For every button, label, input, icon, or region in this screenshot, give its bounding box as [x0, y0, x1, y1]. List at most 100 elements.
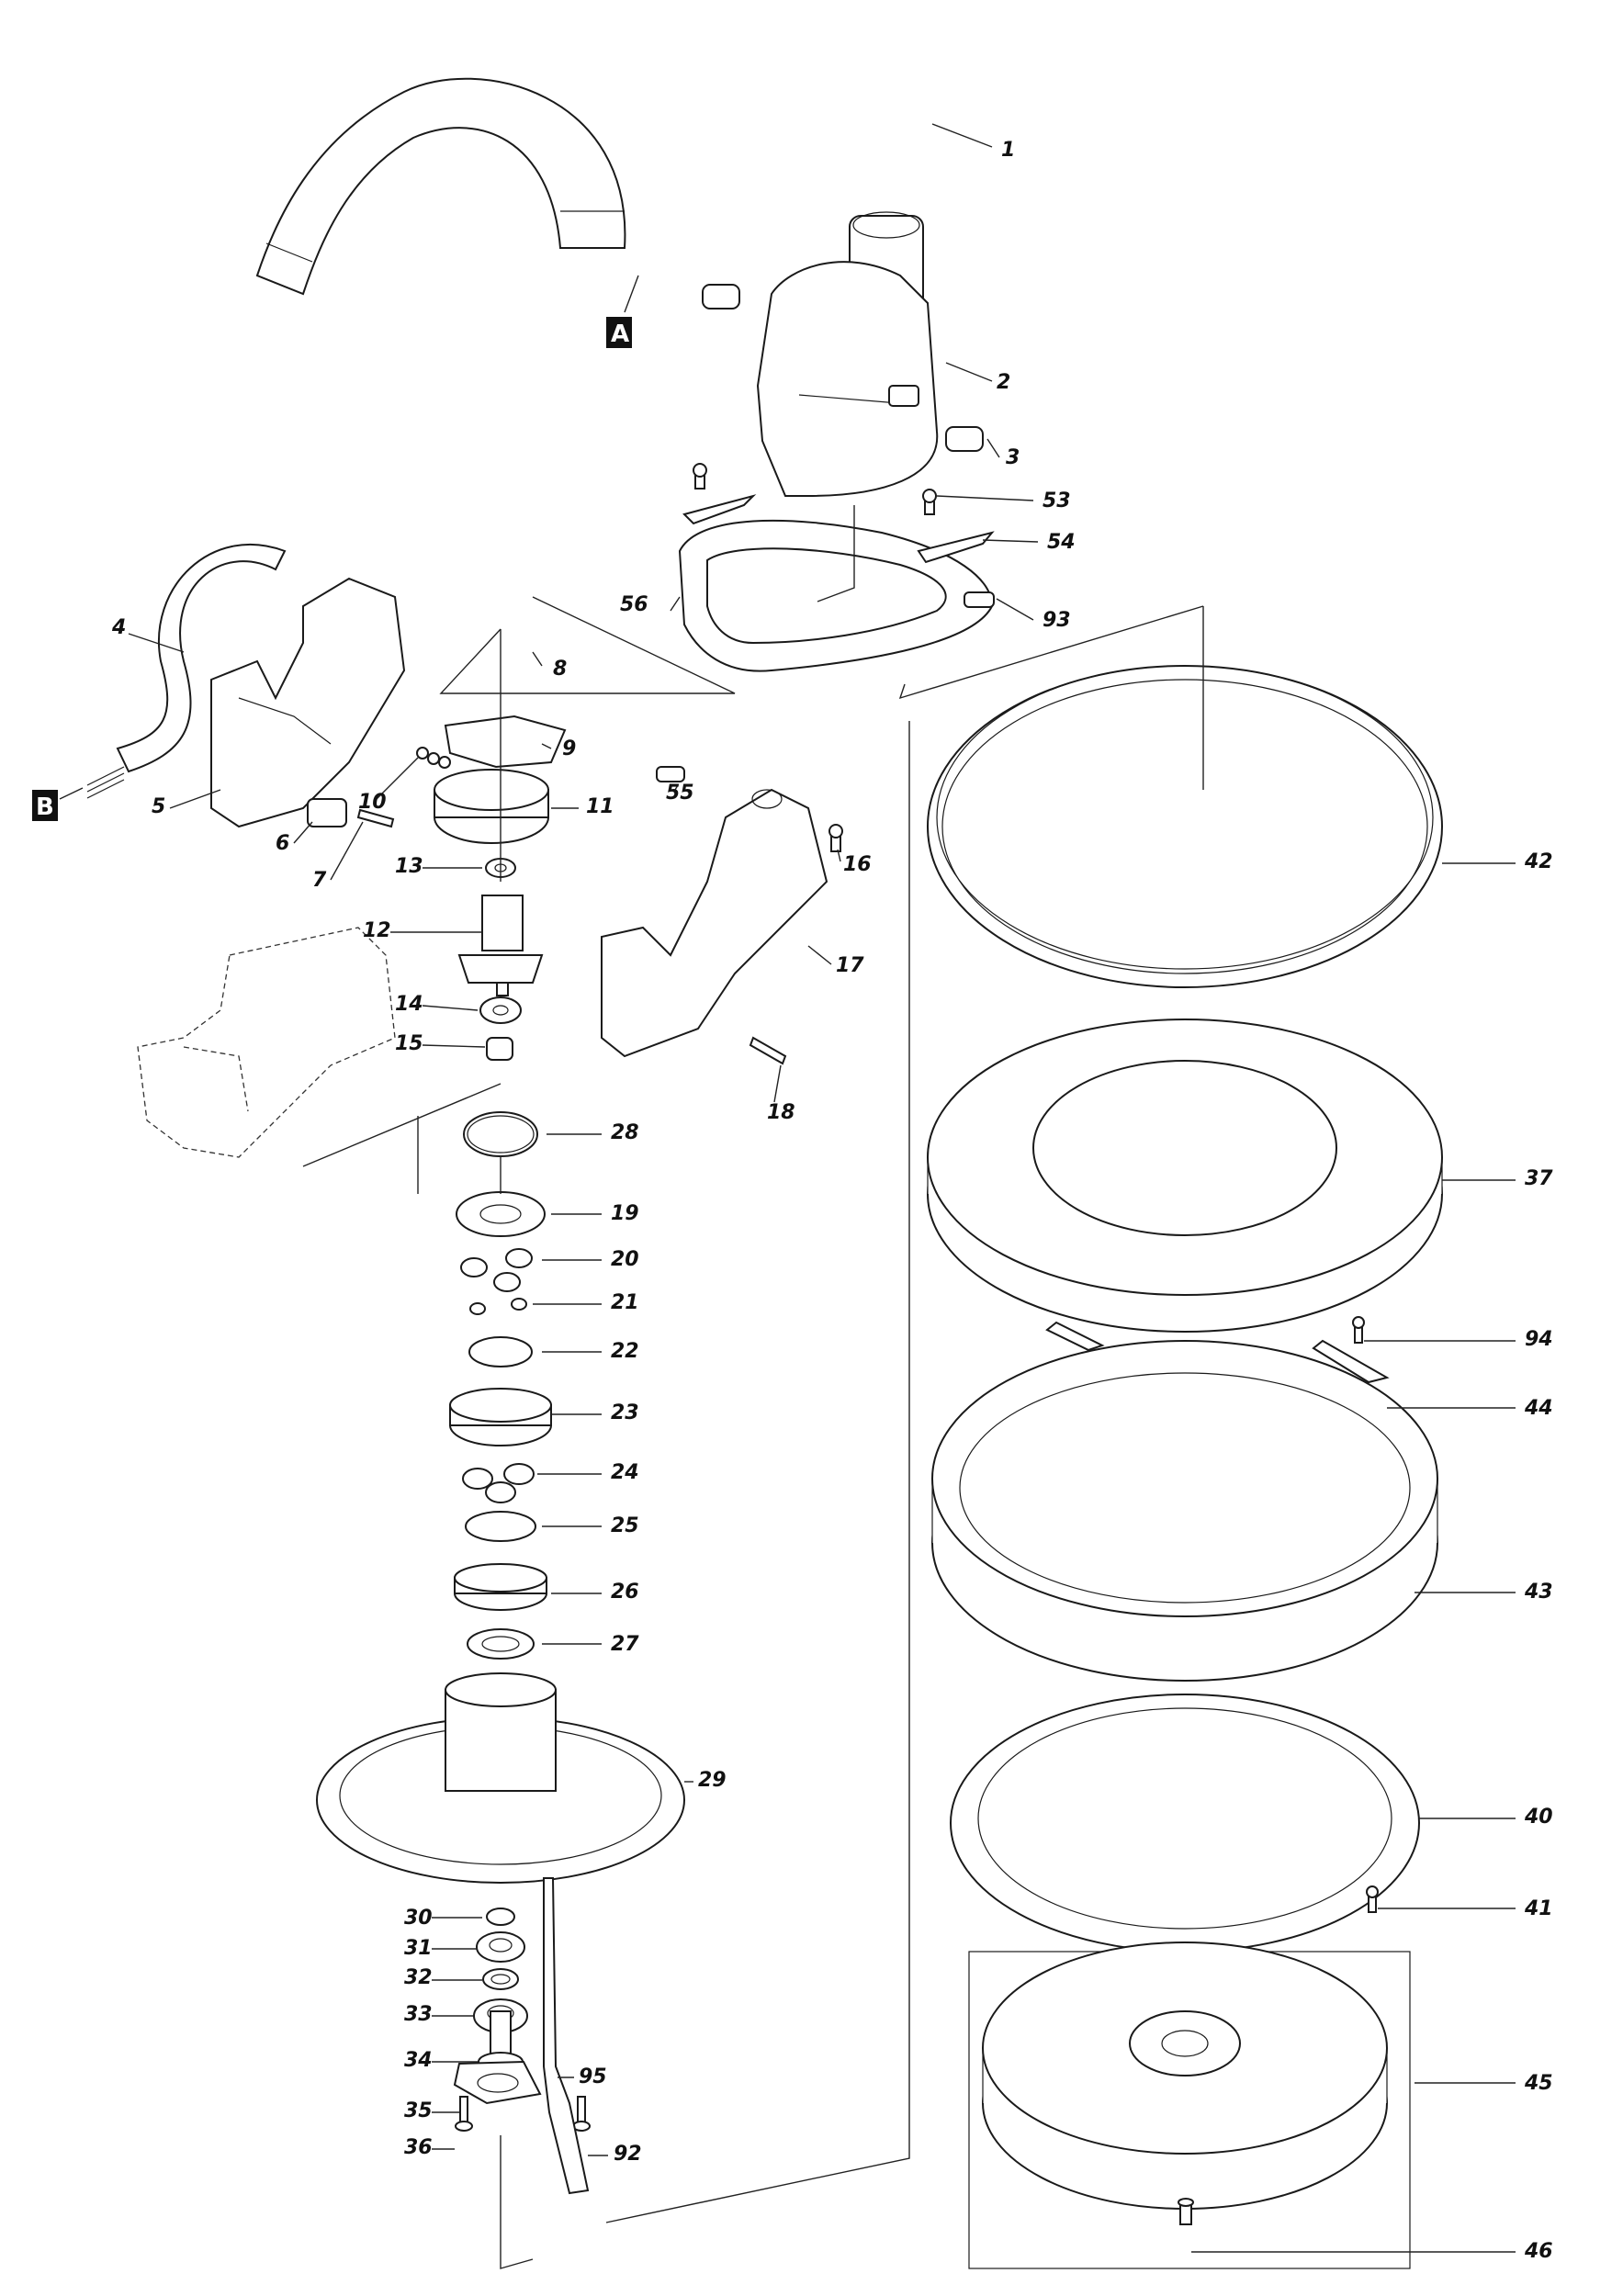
callout-28: 28 — [547, 1121, 639, 1144]
callout-7: 7 — [312, 821, 364, 892]
callout-55: 55 — [666, 782, 694, 805]
part-number-label: 16 — [843, 853, 872, 876]
callout-41: 41 — [1378, 1897, 1553, 1920]
part-pin — [656, 591, 995, 782]
callout-23: 23 — [551, 1401, 639, 1424]
part-number-label: 92 — [614, 2143, 642, 2166]
part-armature — [457, 895, 544, 996]
part-number-label: 12 — [363, 919, 391, 942]
callout-11: 11 — [551, 795, 614, 818]
part-brush-ring — [931, 1340, 1438, 1682]
leader-line — [945, 362, 993, 382]
part-frame — [678, 519, 994, 672]
part-screw — [693, 463, 937, 515]
part-number-label: 7 — [312, 869, 327, 892]
part-number-label: 21 — [611, 1291, 639, 1314]
part-strip — [543, 1877, 590, 2195]
callout-31: 31 — [404, 1937, 478, 1960]
part-number-label: 1 — [1001, 139, 1015, 162]
part-ring-gear — [449, 1388, 552, 1446]
part-dust-duct-housing — [756, 211, 939, 497]
part-carrier — [468, 1336, 533, 1367]
reference-marker-b-label: B — [36, 793, 54, 821]
part-ring — [950, 1694, 1420, 1953]
callout-53: 53 — [936, 490, 1071, 512]
part-number-label: 2 — [997, 371, 1010, 394]
part-number-label: 19 — [611, 1202, 639, 1225]
callout-44: 44 — [1387, 1397, 1553, 1420]
part-screw — [1366, 1885, 1379, 1913]
part-rubber-grommet — [702, 284, 984, 452]
part-number-label: 55 — [666, 782, 694, 805]
part-washer — [456, 1191, 546, 1237]
part-needle-bearing — [469, 1298, 527, 1315]
callout-13: 13 — [395, 855, 482, 878]
leader-line — [837, 849, 841, 862]
part-sleeve — [486, 1037, 513, 1061]
leader-line — [541, 743, 552, 749]
callout-2: 2 — [945, 362, 1010, 394]
part-screw — [749, 824, 843, 1065]
part-screw — [356, 808, 395, 828]
callout-20: 20 — [542, 1248, 639, 1271]
callout-25: 25 — [542, 1514, 639, 1537]
part-ring-gear — [454, 1563, 547, 1611]
part-power-cord — [86, 543, 287, 799]
callout-46: 46 — [1191, 2240, 1553, 2263]
callout-16: 16 — [837, 849, 872, 876]
part-o-ring — [463, 1111, 538, 1157]
part-number-label: 29 — [698, 1769, 727, 1792]
leader-line — [931, 123, 993, 148]
part-bearing — [479, 996, 522, 1024]
part-retaining-ring — [486, 1908, 515, 1926]
part-number-label: 42 — [1524, 850, 1553, 873]
callout-26: 26 — [551, 1581, 639, 1604]
part-number-label: 94 — [1525, 1328, 1553, 1351]
part-number-label: 35 — [404, 2099, 433, 2122]
reference-marker-b: B — [32, 787, 84, 821]
callout-54: 54 — [982, 531, 1076, 554]
part-number-label: 31 — [404, 1937, 433, 1960]
callout-32: 32 — [404, 1966, 482, 1989]
leader-line — [674, 784, 679, 791]
callout-37: 37 — [1442, 1167, 1553, 1190]
part-number-label: 28 — [611, 1121, 639, 1144]
part-number-label: 15 — [395, 1032, 423, 1055]
part-number-label: 30 — [404, 1907, 433, 1930]
part-planet-gear — [462, 1463, 535, 1503]
part-number-label: 4 — [111, 616, 126, 639]
leader-line — [670, 596, 681, 612]
part-number-label: 14 — [395, 993, 423, 1016]
callout-4: 4 — [111, 616, 185, 653]
callout-40: 40 — [1419, 1806, 1553, 1829]
callout-27: 27 — [542, 1633, 639, 1656]
part-number-label: 18 — [767, 1101, 795, 1124]
callout-30: 30 — [404, 1907, 482, 1930]
part-number-label: 95 — [579, 2065, 607, 2088]
callout-9: 9 — [541, 737, 576, 760]
part-number-label: 54 — [1047, 531, 1076, 554]
part-brush-ring-holder — [927, 1019, 1443, 1333]
assembly-lines — [302, 505, 1204, 2269]
part-number-label: 24 — [611, 1461, 639, 1484]
part-number-label: 40 — [1524, 1806, 1553, 1829]
part-number-label: 17 — [836, 954, 864, 977]
part-handle-housing — [210, 577, 406, 828]
callout-45: 45 — [1414, 2072, 1553, 2095]
part-leaf-spring — [1045, 1321, 1390, 1384]
part-washer — [467, 1628, 535, 1660]
part-number-label: 8 — [553, 658, 567, 681]
part-hose — [255, 77, 626, 296]
part-number-label: 43 — [1524, 1581, 1553, 1604]
part-strain-relief — [307, 798, 347, 827]
part-number-label: 53 — [1043, 490, 1071, 512]
part-number-label: 13 — [395, 855, 423, 878]
leader-line — [773, 1064, 782, 1103]
leader-line — [376, 757, 419, 800]
part-number-label: 5 — [152, 795, 165, 818]
part-bracket — [682, 494, 995, 564]
part-washer — [482, 1968, 519, 1990]
